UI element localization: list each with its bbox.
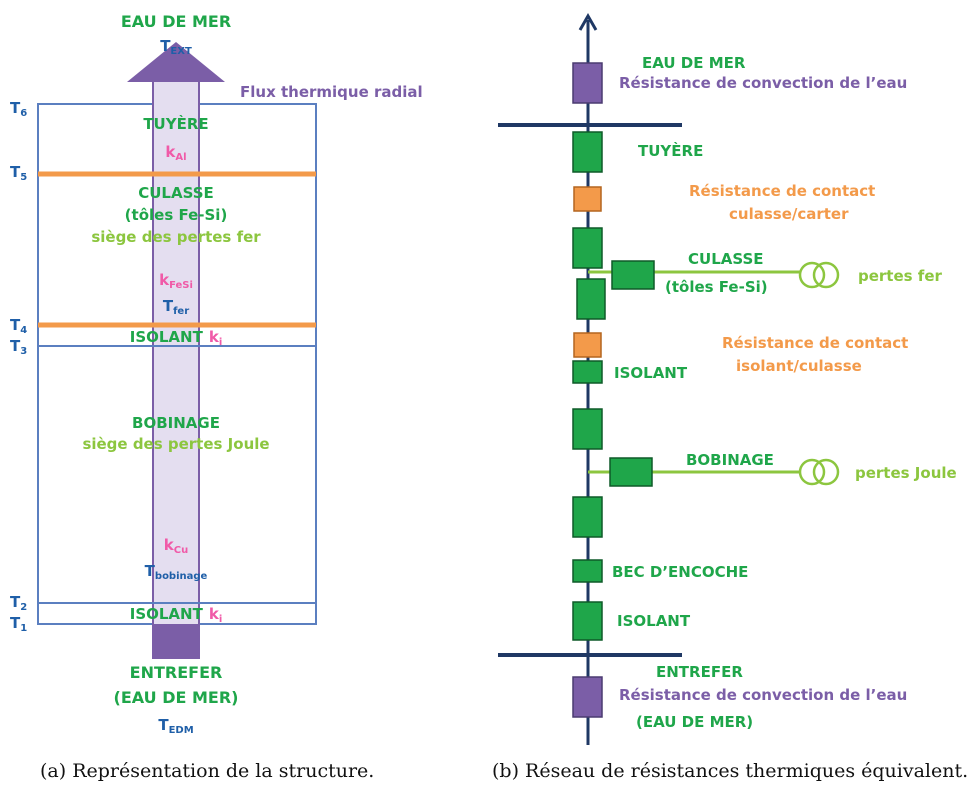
t-bobinage-label: Tbobinage <box>145 562 208 582</box>
k-al-label: kAl <box>165 143 186 163</box>
contact1-line2-label: culasse/carter <box>729 205 849 223</box>
eau-de-mer-top-label: EAU DE MER <box>642 54 746 72</box>
caption-a: (a) Représentation de la structure. <box>40 760 374 782</box>
t-edm-label: TEDM <box>158 716 193 736</box>
pertes-joule-label: pertes Joule <box>855 464 957 482</box>
isolant-resistor-bottom <box>572 601 603 641</box>
tuyere-resistor <box>572 131 603 173</box>
t3-label: T3 <box>10 337 27 357</box>
bobinage-branch-resistor <box>609 457 653 487</box>
tuyere-network-label: TUYÈRE <box>638 141 703 160</box>
contact2-line1-label: Résistance de contact <box>722 334 908 352</box>
culasse-resistor-1 <box>572 227 603 269</box>
pertes-fer-source-icon-2 <box>812 261 840 289</box>
tuyere-label: TUYÈRE <box>143 114 208 133</box>
culasse-branch-label: CULASSE <box>688 250 764 268</box>
pertes-fer-source-icon <box>798 261 826 289</box>
t4-label: T4 <box>10 316 27 336</box>
t6-label: T6 <box>10 99 27 119</box>
flux-arrow-base <box>153 624 199 658</box>
convection-resistor-bottom <box>572 676 603 718</box>
contact1-line1-label: Résistance de contact <box>689 182 875 200</box>
network-panel: CULASSE (tôles Fe-Si) pertes fer BOBINAG… <box>492 12 968 782</box>
bec-resistor <box>572 559 603 583</box>
bobinage-label: BOBINAGE <box>132 414 220 432</box>
toles-label: (tôles Fe-Si) <box>125 206 228 224</box>
t2-label: T2 <box>10 593 27 613</box>
isolant-resistor-top <box>572 360 603 384</box>
k-fesi-label: kFeSi <box>159 271 193 291</box>
contact-resistor-2 <box>573 332 602 358</box>
flux-label: Flux thermique radial <box>240 83 423 101</box>
top-eau-de-mer-label: EAU DE MER <box>121 12 231 31</box>
pertes-fer-label: pertes fer <box>858 267 943 285</box>
culasse-branch-resistor <box>611 260 655 290</box>
bobinage-branch-label: BOBINAGE <box>686 451 774 469</box>
convection-resistor-top <box>572 62 603 104</box>
culasse-resistor-2 <box>576 278 606 320</box>
convection-bottom-label: Résistance de convection de l’eau <box>619 686 907 704</box>
structure-panel: EAU DE MER TEXT Flux thermique radial T6… <box>10 12 423 782</box>
isolant-network-top-label: ISOLANT <box>614 364 688 382</box>
convection-top-label: Résistance de convection de l’eau <box>619 74 907 92</box>
eau-de-mer-bottom-label: (EAU DE MER) <box>636 713 753 731</box>
bec-label: BEC D’ENCOCHE <box>612 563 748 581</box>
bobinage-resistor-1 <box>572 408 603 450</box>
t-fer-label: Tfer <box>163 297 189 317</box>
contact-resistor-1 <box>573 186 602 212</box>
culasse-label: CULASSE <box>138 184 214 202</box>
k-cu-label: kCu <box>164 536 188 556</box>
t-ext-label: TEXT <box>160 37 192 57</box>
siege-joule-label: siège des pertes Joule <box>82 435 269 453</box>
toles-branch-label: (tôles Fe-Si) <box>665 278 768 296</box>
entrefer-network-label: ENTREFER <box>656 663 743 681</box>
t1-label: T1 <box>10 614 27 634</box>
caption-b: (b) Réseau de résistances thermiques équ… <box>492 760 968 782</box>
bobinage-resistor-2 <box>572 496 603 538</box>
eau-de-mer-paren-label: (EAU DE MER) <box>114 688 239 707</box>
pertes-joule-source-icon-2 <box>812 458 840 486</box>
flux-arrow-head <box>127 42 225 82</box>
contact2-line2-label: isolant/culasse <box>736 357 862 375</box>
axis-arrow-icon <box>578 12 598 31</box>
entrefer-label: ENTREFER <box>130 663 223 682</box>
t5-label: T5 <box>10 163 27 183</box>
isolant-network-bottom-label: ISOLANT <box>617 612 691 630</box>
pertes-joule-source-icon <box>798 458 826 486</box>
siege-fer-label: siège des pertes fer <box>91 228 261 246</box>
